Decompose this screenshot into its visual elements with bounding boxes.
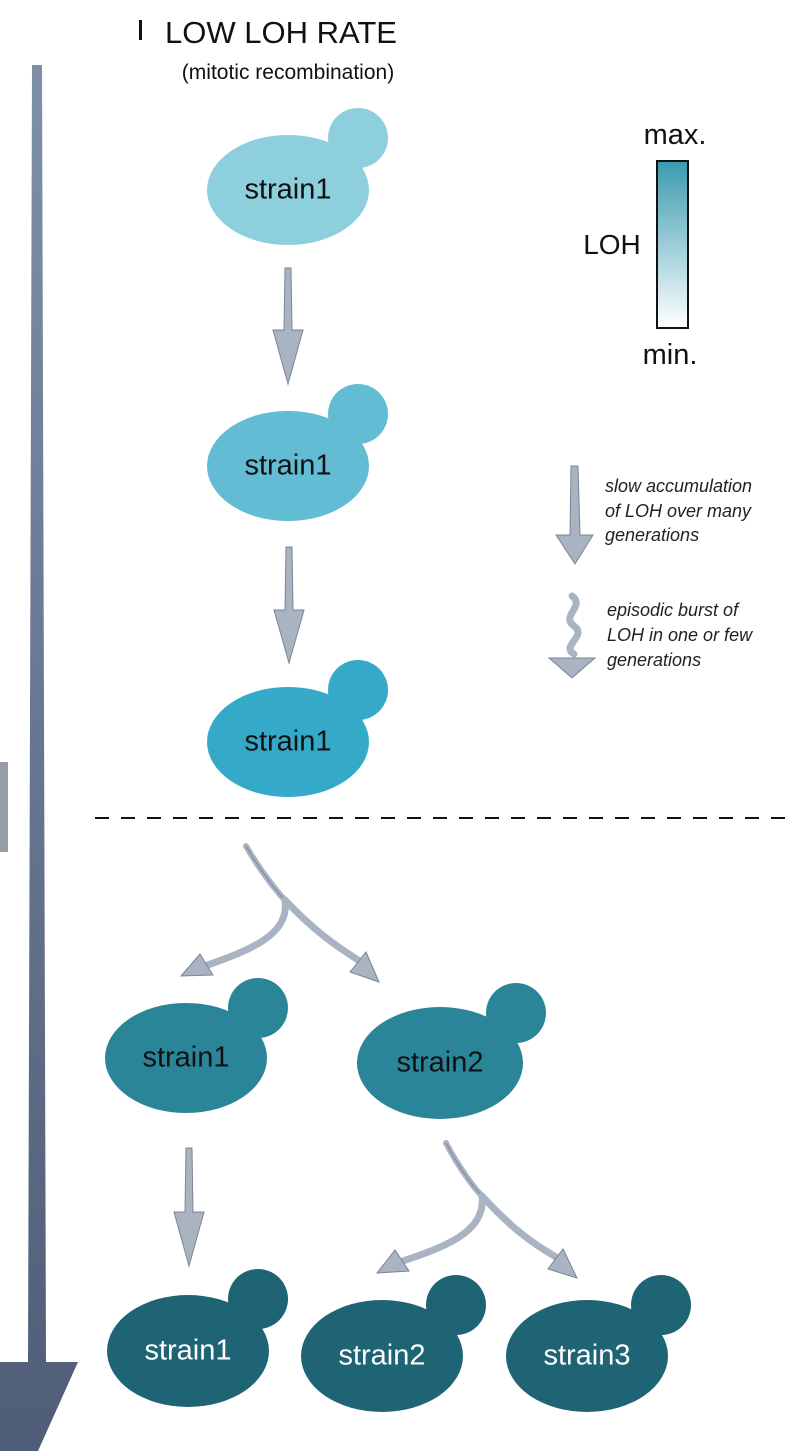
- cell-6: strain1: [107, 1269, 288, 1407]
- wavy-arrow-icon: [566, 592, 582, 658]
- cell-label: strain2: [396, 1047, 483, 1079]
- loh-scale-legend: max. LOH min.: [583, 119, 706, 371]
- header-subtitle: (mitotic recombination): [182, 61, 394, 84]
- time-arrow: [0, 65, 78, 1451]
- slow-step-arrow: [273, 546, 305, 665]
- cell-1: strain1: [207, 108, 388, 245]
- slow-text-line-3: generations: [605, 525, 699, 545]
- cell-label: strain1: [142, 1042, 229, 1074]
- cell-bud: [328, 660, 388, 720]
- cell-label: strain3: [543, 1340, 630, 1372]
- cell-body: [105, 1003, 267, 1113]
- cell-bud: [486, 983, 546, 1043]
- cell-body: [301, 1300, 463, 1412]
- wavy-arrow-head: [547, 657, 597, 679]
- cell-bud: [328, 384, 388, 444]
- cell-body: [207, 135, 369, 245]
- cell-2: strain1: [207, 384, 388, 521]
- cell-label: strain2: [338, 1340, 425, 1372]
- cell-body: [107, 1295, 269, 1407]
- cell-bud: [631, 1275, 691, 1335]
- cell-8: strain3: [506, 1275, 691, 1412]
- slow-text-line-1: slow accumulation: [605, 476, 752, 496]
- cell-7: strain2: [301, 1275, 486, 1412]
- branch-arrow: [179, 843, 380, 983]
- slow-step-arrow: [272, 267, 304, 386]
- burst-text-line-3: generations: [607, 650, 701, 670]
- cell-body: [506, 1300, 668, 1412]
- cell-body: [207, 411, 369, 521]
- cell-body: [357, 1007, 523, 1119]
- scale-title: LOH: [583, 229, 641, 260]
- cell-3: strain1: [207, 660, 388, 797]
- cell-5: strain2: [357, 983, 546, 1119]
- cell-bud: [328, 108, 388, 168]
- episodic-burst-legend: episodic burst of LOH in one or few gene…: [547, 592, 753, 679]
- scale-max-label: max.: [644, 119, 707, 151]
- cell-4: strain1: [105, 978, 288, 1113]
- scale-min-label: min.: [643, 339, 698, 371]
- straight-arrow-icon: [555, 465, 594, 565]
- cell-bud: [426, 1275, 486, 1335]
- cell-body: [207, 687, 369, 797]
- slow-step-arrow: [173, 1147, 205, 1268]
- slow-text-line-2: of LOH over many: [605, 501, 752, 521]
- time-axis-label-fragment: [0, 762, 8, 852]
- burst-text-line-1: episodic burst of: [607, 600, 740, 620]
- header-mark: [139, 20, 142, 40]
- cell-bud: [228, 978, 288, 1038]
- cell-label: strain1: [244, 450, 331, 482]
- burst-text-line-2: LOH in one or few: [607, 625, 753, 645]
- cell-bud: [228, 1269, 288, 1329]
- branch-arrow: [375, 1140, 578, 1279]
- loh-gradient-bar: [656, 160, 689, 329]
- header-title: LOW LOH RATE: [165, 15, 397, 50]
- cell-label: strain1: [244, 726, 331, 758]
- slow-accumulation-legend: slow accumulation of LOH over many gener…: [555, 465, 752, 565]
- cell-label: strain1: [244, 174, 331, 206]
- cell-label: strain1: [144, 1335, 231, 1367]
